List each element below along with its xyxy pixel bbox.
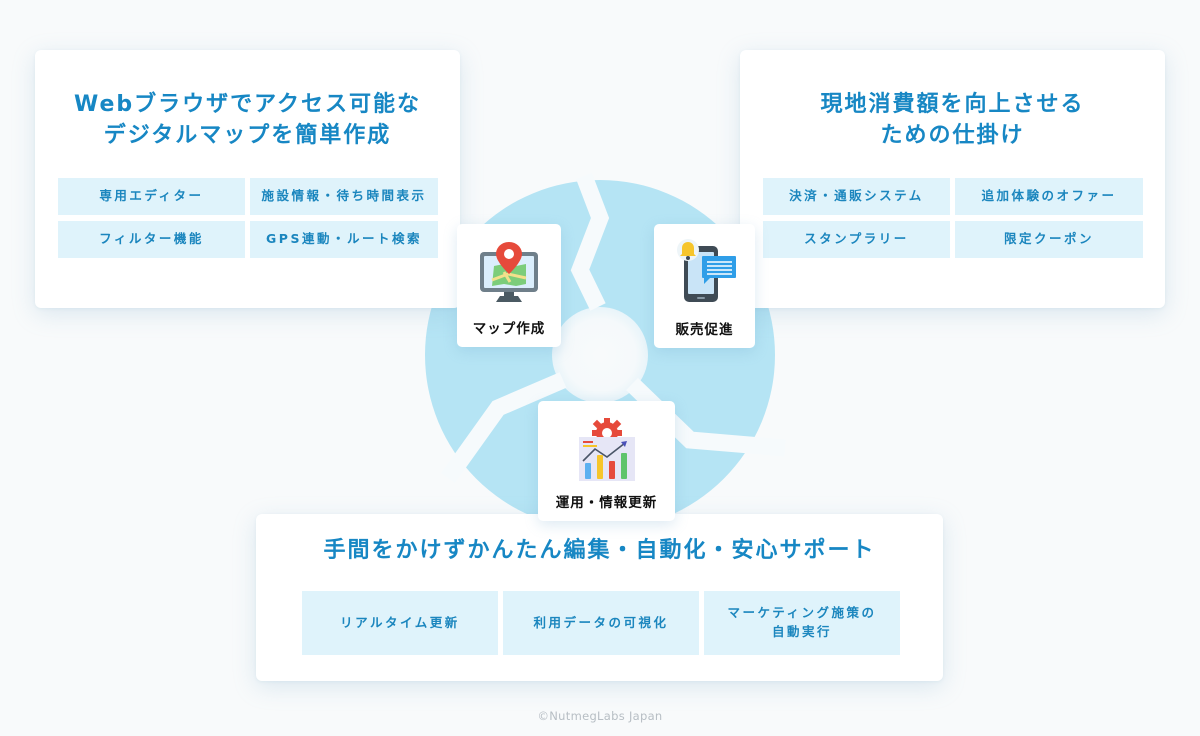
card-title-line1: 現地消費額を向上させる — [820, 92, 1085, 117]
tag-usage-data-visualization: 利用データの可視化 — [503, 591, 699, 655]
card-title-line2: デジタルマップを簡単作成 — [103, 122, 392, 148]
cycle-node-map-creation: マップ作成 — [457, 224, 561, 347]
node-label: 運用・情報更新 — [555, 495, 658, 511]
tag-limited-coupon: 限定クーポン — [955, 221, 1143, 258]
tag-facility-info-wait-time: 施設情報・待ち時間表示 — [250, 178, 438, 215]
tag-stamp-rally: スタンプラリー — [763, 221, 950, 258]
tag-additional-experience-offer: 追加体験のオファー — [955, 178, 1143, 215]
tag-dedicated-editor: 専用エディター — [58, 178, 245, 215]
card-title: 手間をかけずかんたん編集・自動化・安心サポート — [323, 538, 876, 563]
tag-payment-ecommerce: 決済・通販システム — [763, 178, 950, 215]
feature-card-map-creation: Webブラウザでアクセス可能な デジタルマップを簡単作成 専用エディター 施設情… — [35, 50, 460, 308]
tag-gps-route-search: GPS連動・ルート検索 — [250, 221, 438, 258]
card-title-line2: ための仕掛け — [880, 122, 1025, 148]
card-title: Webブラウザでアクセス可能な デジタルマップを簡単作成 — [35, 90, 460, 152]
analytics-chart-gear-icon — [579, 418, 635, 481]
tag-line2: 自動実行 — [771, 624, 832, 639]
copyright-text: ©NutmegLabs Japan — [537, 709, 663, 723]
card-title: 現地消費額を向上させる ための仕掛け — [740, 90, 1165, 152]
tag-realtime-update: リアルタイム更新 — [302, 591, 498, 655]
cycle-node-sales-promotion: 販売促進 — [654, 224, 755, 348]
node-label: 販売促進 — [675, 322, 734, 338]
node-label: マップ作成 — [472, 321, 546, 337]
tag-marketing-automation: マーケティング施策の 自動実行 — [704, 591, 900, 655]
feature-card-operation: 手間をかけずかんたん編集・自動化・安心サポート リアルタイム更新 利用データの可… — [256, 514, 943, 681]
map-monitor-icon — [480, 242, 538, 302]
tag-line1: マーケティング施策の — [727, 605, 877, 621]
tag-filter-function: フィルター機能 — [58, 221, 245, 258]
card-title-line1: Webブラウザでアクセス可能な — [73, 92, 422, 117]
smartphone-notification-icon — [677, 239, 736, 302]
cycle-node-operation-update: 運用・情報更新 — [538, 401, 675, 521]
feature-card-sales-promotion: 現地消費額を向上させる ための仕掛け 決済・通販システム 追加体験のオファー ス… — [740, 50, 1165, 308]
